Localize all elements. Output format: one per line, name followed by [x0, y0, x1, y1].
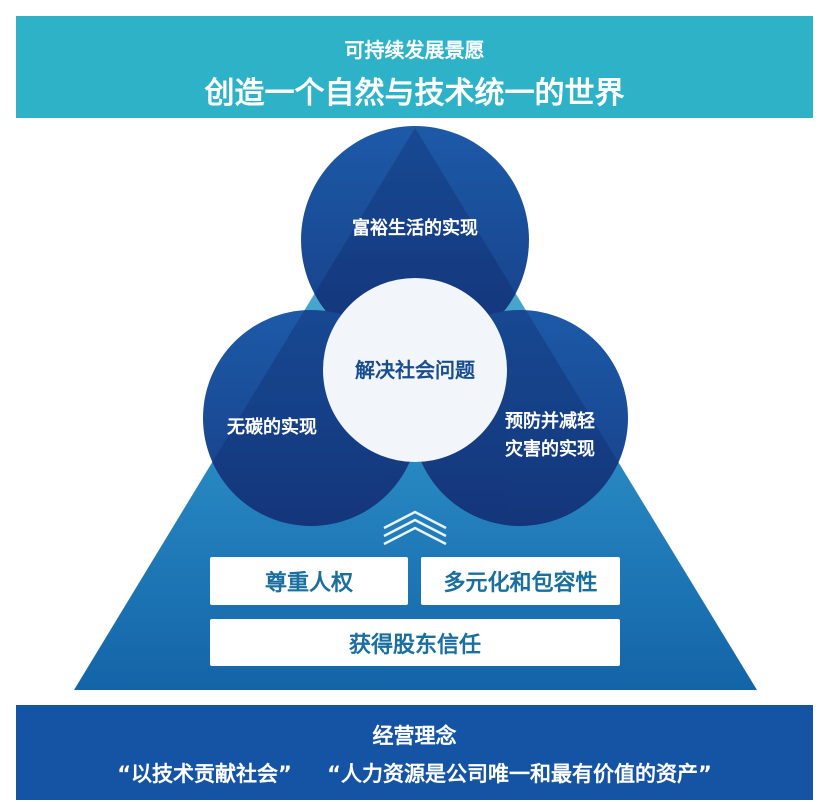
philosophy-quotes: “以技术贡献社会” “人力资源是公司唯一和最有价值的资产” [16, 758, 813, 788]
vision-banner: 可持续发展景愿 创造一个自然与技术统一的世界 [16, 16, 813, 118]
box-shareholder-trust: 获得股东信任 [210, 619, 620, 666]
box-human-rights: 尊重人权 [210, 557, 408, 605]
circle-right-label-line2: 灾害的实现 [505, 438, 595, 460]
up-chevron-icon [383, 510, 447, 546]
circle-center-label: 解决社会问题 [355, 358, 476, 382]
circle-top-label: 富裕生活的实现 [352, 217, 478, 239]
vision-subtitle: 可持续发展景愿 [344, 38, 485, 62]
philosophy-quote-1: “以技术贡献社会” [117, 762, 292, 786]
philosophy-quote-2: “人力资源是公司唯一和最有价值的资产” [327, 762, 712, 786]
box-diversity-inclusion: 多元化和包容性 [421, 557, 620, 605]
circle-top [301, 126, 529, 354]
philosophy-banner: 经营理念 “以技术贡献社会” “人力资源是公司唯一和最有价值的资产” [16, 705, 813, 800]
philosophy-title: 经营理念 [372, 724, 457, 748]
circle-right-label-line1: 预防并减轻 [505, 410, 595, 432]
vision-title: 创造一个自然与技术统一的世界 [204, 76, 625, 111]
circle-left-label: 无碳的实现 [227, 416, 317, 438]
circle-center [323, 278, 507, 462]
